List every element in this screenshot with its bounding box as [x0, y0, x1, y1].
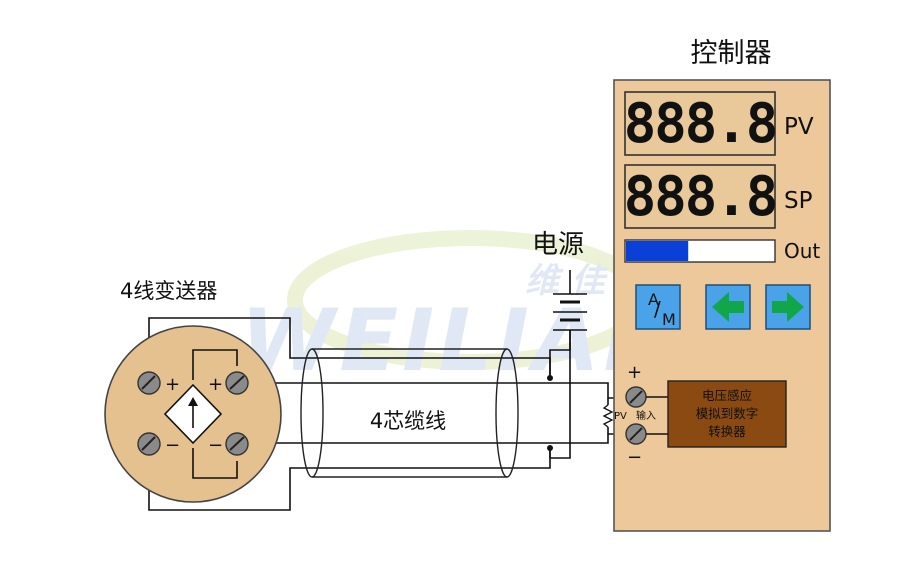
controller-title: 控制器 — [691, 38, 772, 69]
sp-value: 888.8 — [624, 165, 777, 228]
transmitter-terminal-minus-left — [137, 432, 161, 456]
controller-minus-label: − — [627, 447, 642, 468]
power-label: 电源 — [532, 230, 584, 260]
converter-line-1: 电压感应 — [702, 388, 752, 403]
left-arrow-button[interactable] — [705, 284, 751, 330]
output-bar-fill — [626, 241, 689, 261]
transmitter-plus-right: + — [208, 374, 223, 395]
input-text: 输入 — [636, 409, 656, 422]
pv-value: 888.8 — [624, 92, 777, 155]
resistor-icon — [602, 404, 614, 428]
transmitter-minus-right: − — [208, 435, 223, 456]
pv-label: PV — [784, 114, 814, 140]
sp-display — [624, 164, 776, 229]
sp-label: SP — [784, 188, 813, 214]
controller-terminal-minus — [625, 423, 647, 445]
transmitter-plus-left: + — [165, 374, 180, 395]
am-button-slash: / — [654, 297, 661, 321]
transmitter-terminal-plus-left — [137, 371, 161, 395]
pv-input-text: PV — [614, 411, 627, 422]
transmitter-terminal-plus-right — [225, 371, 249, 395]
adc-converter — [667, 380, 787, 448]
transmitter-minus-left: − — [165, 435, 180, 456]
out-label: Out — [784, 239, 820, 263]
arrow-left-icon — [712, 292, 744, 322]
battery-icon — [553, 270, 587, 331]
junction-dot — [547, 375, 553, 381]
transmitter-terminal-minus-right — [225, 432, 249, 456]
converter-line-3: 转换器 — [708, 424, 746, 439]
cable-sheath — [300, 348, 519, 478]
cable-label: 4芯缆线 — [370, 409, 446, 433]
am-button[interactable]: A / M — [635, 284, 681, 330]
controller-plus-label: + — [627, 362, 642, 383]
current-source-icon — [163, 383, 223, 445]
pv-display — [624, 91, 776, 156]
watermark-text: WEILIAN — [241, 291, 680, 391]
controller-terminal-plus — [625, 386, 647, 408]
am-button-bottom: M — [662, 310, 676, 329]
watermark-cn: 维 佳 — [525, 261, 609, 301]
transmitter-title: 4线变送器 — [120, 279, 217, 303]
am-button-top: A — [648, 290, 659, 309]
watermark: WEILIAN 维 佳 — [241, 230, 680, 391]
right-arrow-button[interactable] — [765, 284, 811, 330]
arrow-right-icon — [772, 292, 804, 322]
junction-dot — [547, 445, 553, 451]
converter-line-2: 模拟到数字 — [696, 406, 759, 421]
